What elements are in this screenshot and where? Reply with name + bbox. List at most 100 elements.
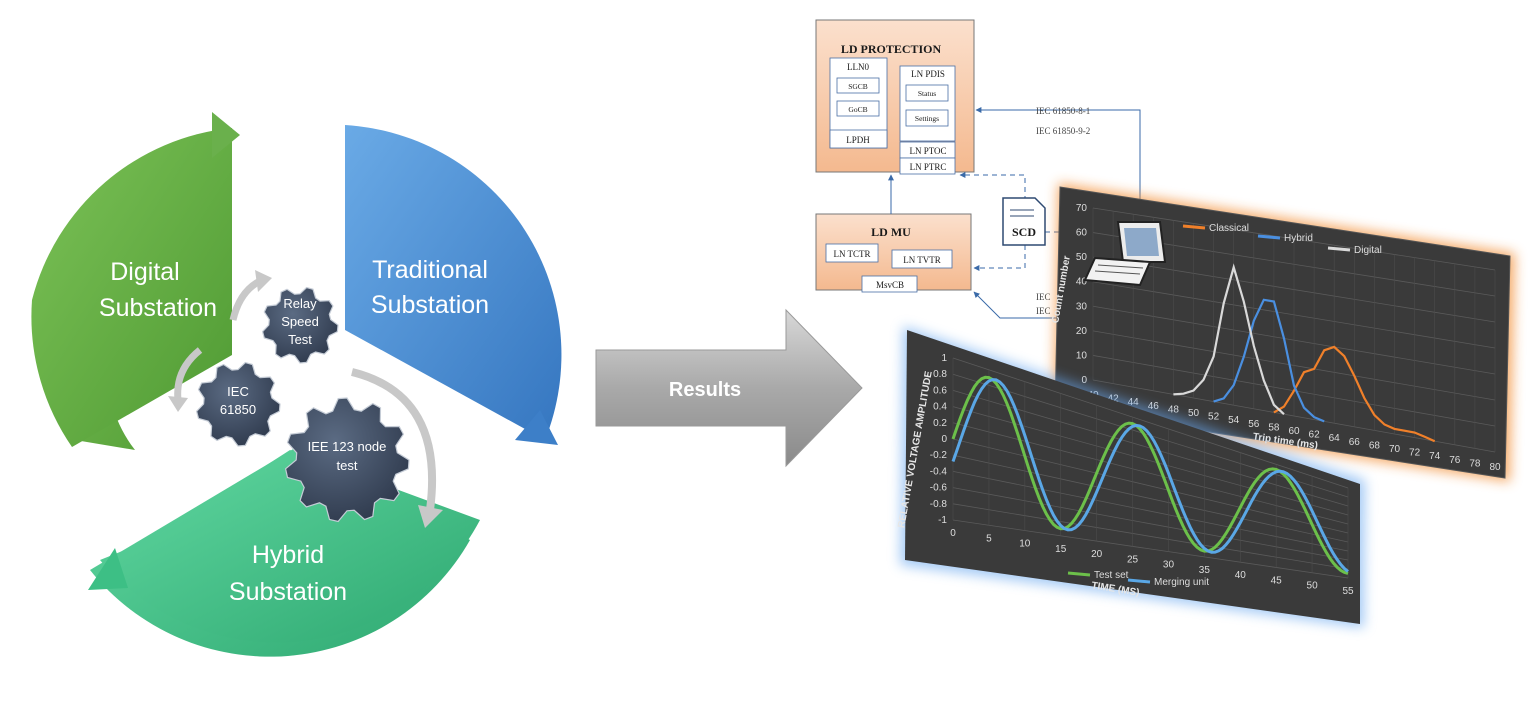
x-tick-label: 35 xyxy=(1199,565,1211,576)
trip-time-chart: 0102030405060704042444648505254565860626… xyxy=(1050,183,1515,482)
x-tick-label: 10 xyxy=(1019,539,1031,550)
sgcb-label: SGCB xyxy=(848,82,868,91)
x-tick-label: 66 xyxy=(1349,437,1361,448)
y-tick-label: 0.4 xyxy=(933,402,947,413)
segment-traditional-body xyxy=(345,125,562,440)
y-tick-label: -1 xyxy=(938,515,947,526)
scd-label: SCD xyxy=(1012,225,1036,239)
y-tick-label: 0.6 xyxy=(933,385,947,396)
hybrid-label-2: Substation xyxy=(229,578,347,606)
x-tick-label: 62 xyxy=(1309,430,1321,441)
x-tick-label: 15 xyxy=(1055,544,1067,555)
cycle-arrow-1-head xyxy=(255,270,272,292)
x-tick-label: 56 xyxy=(1248,419,1260,430)
traditional-label-1: Traditional xyxy=(372,256,488,284)
series-line-digital xyxy=(1173,263,1285,416)
cycle-arrow-3-head xyxy=(418,505,443,528)
x-tick-label: 20 xyxy=(1091,549,1103,560)
y-tick-label: -0.2 xyxy=(930,450,948,461)
cycle-arrow-2 xyxy=(174,347,203,401)
y-gridline xyxy=(952,503,1349,570)
relay-gear-label-3: Test xyxy=(288,332,312,347)
legend-swatch xyxy=(1127,578,1151,584)
y-tick-label: 1 xyxy=(941,353,947,364)
ln-tvtr-label: LN TVTR xyxy=(903,255,941,265)
x-tick-label: 50 xyxy=(1188,408,1200,419)
y-tick-label: 0 xyxy=(1081,375,1087,386)
substation-cycle: Digital Substation Traditional Substatio… xyxy=(31,112,562,657)
digital-label-1: Digital xyxy=(110,258,179,286)
sgcb-box xyxy=(836,77,880,94)
y-gridline xyxy=(952,487,1349,561)
iec-gear-icon xyxy=(195,361,281,447)
iec-9-2-label: IEC 61850-9-2 xyxy=(1036,126,1090,136)
x-tick-label: 58 xyxy=(1268,422,1280,433)
y-gridline xyxy=(952,454,1349,543)
ln-tctr-box xyxy=(825,243,879,263)
ln-pdis-box xyxy=(899,65,956,142)
lpdh-box xyxy=(829,129,888,149)
legend-swatch xyxy=(1182,224,1206,230)
y-gridline xyxy=(952,357,1349,489)
series-line-merging-unit xyxy=(951,378,1349,573)
legend-label: Classical xyxy=(1209,223,1249,234)
iec-b-label: IEC xyxy=(1036,306,1051,316)
x-tick-label: 52 xyxy=(1208,412,1220,423)
ln-tctr-label: LN TCTR xyxy=(833,249,870,259)
legend-label: Merging unit xyxy=(1154,577,1209,588)
results-arrow: Results xyxy=(595,308,863,468)
ln-tvtr-box xyxy=(891,249,953,269)
x-tick-label: 48 xyxy=(1168,404,1180,415)
status-label: Status xyxy=(918,89,936,98)
series-line-hybrid xyxy=(1213,298,1325,423)
y-tick-label: 70 xyxy=(1076,203,1088,214)
cycle-arrow-2-head xyxy=(168,396,188,412)
msvcb-label: MsvCB xyxy=(876,280,904,290)
gocb-label: GoCB xyxy=(848,105,867,114)
x-tick-label: 76 xyxy=(1449,455,1461,466)
relay-gear-icon xyxy=(261,286,339,364)
ld-protection-title: LD PROTECTION xyxy=(841,42,942,56)
y-tick-label: 30 xyxy=(1076,301,1088,312)
x-tick-label: 72 xyxy=(1409,448,1421,459)
x-tick-label: 70 xyxy=(1389,444,1401,455)
digital-arrow-tip xyxy=(212,112,240,158)
ln-pdis-label: LN PDIS xyxy=(911,69,945,79)
hybrid-label-1: Hybrid xyxy=(252,541,324,569)
relay-gear-label-2: Speed xyxy=(281,314,319,329)
status-box xyxy=(905,84,949,102)
legend-label: Test set xyxy=(1094,570,1129,581)
x-tick-label: 78 xyxy=(1469,458,1481,469)
ieee-gear-label-2: test xyxy=(337,458,358,473)
x-tick-label: 45 xyxy=(1271,575,1283,586)
y-gridline xyxy=(952,406,1349,516)
x-tick-label: 5 xyxy=(986,533,992,544)
y-tick-label: -0.8 xyxy=(930,499,948,510)
y-tick-label: 60 xyxy=(1076,228,1088,239)
y-tick-label: -0.4 xyxy=(930,466,948,477)
iec-a-label: IEC xyxy=(1036,292,1051,302)
gear-group xyxy=(195,286,410,523)
gocb-box xyxy=(836,100,880,117)
legend-swatch xyxy=(1067,571,1091,577)
segment-digital-body xyxy=(31,128,232,447)
x-tick-label: 60 xyxy=(1288,426,1300,437)
results-label: Results xyxy=(669,379,741,401)
y-tick-label: 0.2 xyxy=(933,418,947,429)
y-gridline xyxy=(952,438,1349,534)
x-tick-label: 40 xyxy=(1235,570,1247,581)
settings-box xyxy=(905,109,949,127)
x-tick-label: 25 xyxy=(1127,554,1139,565)
relay-gear-label-1: Relay xyxy=(283,296,317,311)
x-tick-label: 64 xyxy=(1329,433,1341,444)
x-tick-label: 50 xyxy=(1307,581,1319,592)
series-line-test-set xyxy=(951,375,1349,575)
x-tick-label: 74 xyxy=(1429,451,1441,462)
scd-document-icon: SCD xyxy=(1002,197,1046,246)
x-tick-label: 54 xyxy=(1228,415,1240,426)
x-tick-label: 55 xyxy=(1342,586,1354,597)
scd-to-mu-dashed xyxy=(973,245,1026,271)
hybrid-arrow-tip xyxy=(88,548,128,590)
